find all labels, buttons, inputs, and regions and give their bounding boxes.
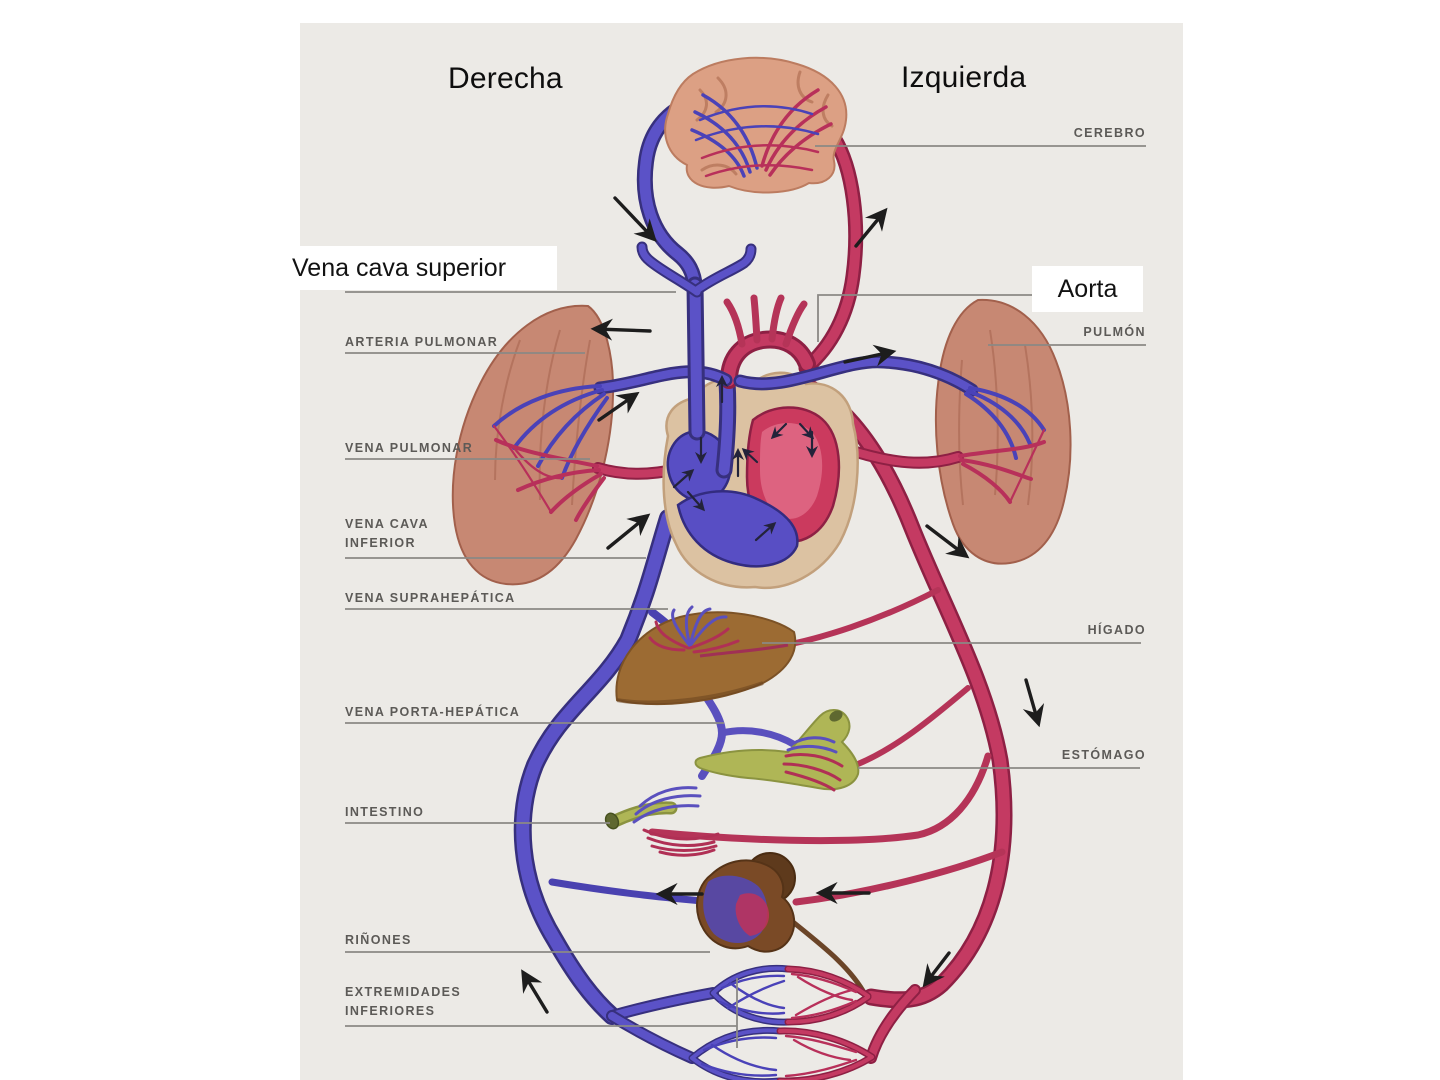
vena-cava-superior-vessel xyxy=(636,241,757,441)
label-lines xyxy=(345,145,1146,1048)
intestine-capillaries xyxy=(632,786,720,857)
flow-arrow xyxy=(590,318,652,341)
liver xyxy=(615,611,797,706)
brain xyxy=(664,56,848,194)
callout-vena-cava-superior: Vena cava superior xyxy=(281,246,557,290)
callout-aorta: Aorta xyxy=(1032,266,1143,312)
flow-arrow xyxy=(521,969,549,1014)
stomach-capillaries xyxy=(782,736,844,792)
right-lung-capillaries xyxy=(958,386,1046,504)
flow-arrow xyxy=(597,391,640,422)
lower-extremity-capillaries xyxy=(688,964,876,1080)
aortic-arch xyxy=(720,294,816,389)
flow-arrows xyxy=(521,196,1045,1014)
flow-arrow xyxy=(613,196,657,243)
flow-arrow xyxy=(922,951,951,988)
label-rinones: RIÑONES xyxy=(345,933,412,947)
liver-capillaries xyxy=(648,605,740,654)
kidney xyxy=(696,852,796,953)
flow-arrow xyxy=(854,207,888,248)
flow-arrow xyxy=(1022,678,1045,728)
label-vena-pulmonar: VENA PULMONAR xyxy=(345,441,474,455)
label-estomago: ESTÓMAGO xyxy=(1061,748,1146,762)
left-lung-capillaries xyxy=(492,384,609,522)
label-pulmon: PULMÓN xyxy=(1083,325,1146,339)
label-cerebro: CEREBRO xyxy=(1073,126,1146,140)
label-higado: HÍGADO xyxy=(1087,623,1146,637)
label-vena-suprahepatica: VENA SUPRAHEPÁTICA xyxy=(345,591,516,605)
heart-flow-arrows xyxy=(672,374,819,542)
heading-derecha: Derecha xyxy=(448,62,563,95)
label-vena-porta-hepatica: VENA PORTA-HEPÁTICA xyxy=(345,705,521,719)
brain-capillaries xyxy=(690,88,833,178)
label-arteria-pulmonar: ARTERIA PULMONAR xyxy=(345,335,499,349)
flow-arrow xyxy=(843,344,897,367)
flow-arrow xyxy=(925,524,970,559)
label-intestino: INTESTINO xyxy=(345,805,425,819)
label-extremidades-inferiores: EXTREMIDADES INFERIORES xyxy=(345,985,462,1018)
flow-arrow xyxy=(606,513,651,550)
label-vena-cava-inferior: VENA CAVA INFERIOR xyxy=(345,517,429,550)
heading-izquierda: Izquierda xyxy=(901,61,1027,94)
